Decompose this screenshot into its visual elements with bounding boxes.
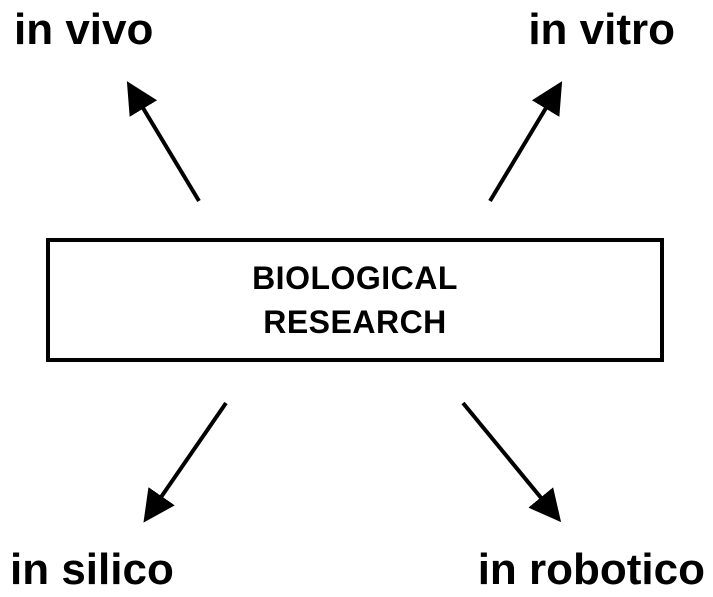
node-in-vivo: in vivo (14, 5, 154, 54)
center-label-line-2: RESEARCH (263, 304, 447, 340)
center-box-biological-research: BIOLOGICAL RESEARCH (46, 238, 664, 362)
center-label-line-1: BIOLOGICAL (252, 260, 458, 296)
arrow-to-in-robotico (461, 401, 562, 523)
node-in-vitro: in vitro (528, 5, 675, 54)
arrow-to-in-vivo (126, 81, 201, 203)
node-in-silico: in silico (10, 545, 174, 594)
arrow-to-in-silico (143, 401, 228, 523)
arrow-to-in-vitro (488, 81, 563, 203)
node-in-robotico: in robotico (477, 545, 705, 594)
